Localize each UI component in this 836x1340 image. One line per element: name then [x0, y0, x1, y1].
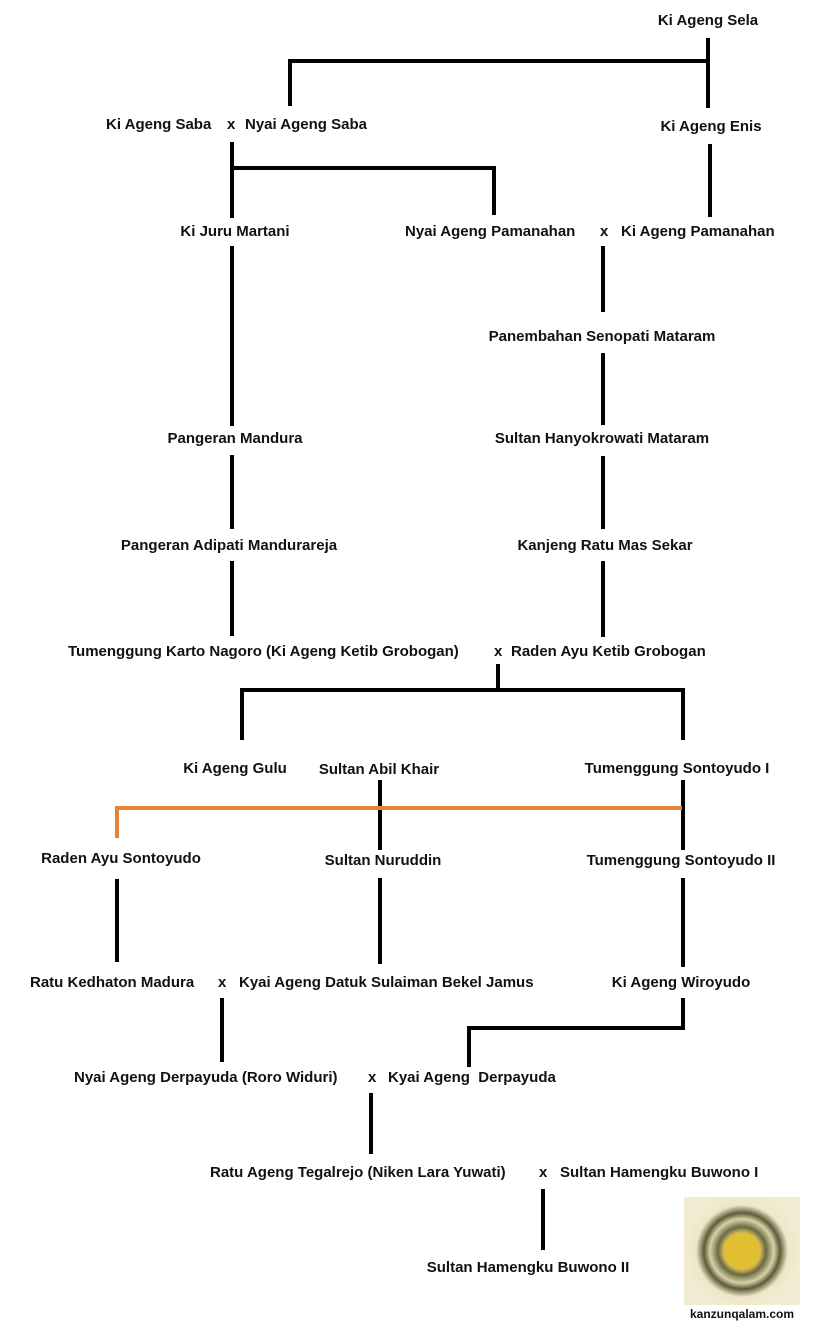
line-karto-children: [240, 664, 685, 740]
person-sultan-hanyokrowati: Sultan Hanyokrowati Mataram: [494, 430, 710, 447]
person-ki-ageng-saba: Ki Ageng Saba: [106, 116, 212, 133]
marriage-symbol: x: [227, 116, 236, 133]
person-ki-ageng-wiroyudo: Ki Ageng Wiroyudo: [611, 974, 751, 991]
watermark-text: kanzunqalam.com: [690, 1307, 795, 1321]
person-panembahan-senopati: Panembahan Senopati Mataram: [488, 328, 716, 345]
person-raden-ayu-ketib-grobogan: Raden Ayu Ketib Grobogan: [511, 643, 706, 660]
person-tumenggung-sontoyudo-2: Tumenggung Sontoyudo II: [586, 852, 776, 869]
person-nyai-ageng-derpayuda: Nyai Ageng Derpayuda (Roro Widuri): [74, 1069, 338, 1086]
person-ratu-kedhaton-madura: Ratu Kedhaton Madura: [30, 974, 195, 991]
highlight-line-sontoyudo: [115, 806, 682, 838]
person-ki-ageng-enis: Ki Ageng Enis: [660, 118, 762, 135]
person-ratu-ageng-tegalrejo: Ratu Ageng Tegalrejo (Niken Lara Yuwati): [210, 1164, 506, 1181]
person-ki-ageng-gulu: Ki Ageng Gulu: [183, 760, 287, 777]
watermark-logo: [684, 1197, 800, 1305]
person-ki-juru-martani: Ki Juru Martani: [180, 223, 290, 240]
person-kyai-ageng-derpayuda: Kyai Ageng Derpayuda: [388, 1069, 556, 1086]
person-tumenggung-karto-nagoro: Tumenggung Karto Nagoro (Ki Ageng Ketib …: [68, 643, 459, 660]
person-raden-ayu-sontoyudo: Raden Ayu Sontoyudo: [41, 850, 201, 867]
line-wiroyudo-derpayuda: [467, 998, 685, 1067]
person-ki-ageng-pamanahan: Ki Ageng Pamanahan: [621, 223, 775, 240]
person-sultan-hamengku-buwono-1: Sultan Hamengku Buwono I: [560, 1164, 759, 1181]
person-sultan-abil-khair: Sultan Abil Khair: [318, 761, 440, 778]
marriage-symbol: x: [600, 223, 609, 240]
person-kanjeng-ratu-mas-sekar: Kanjeng Ratu Mas Sekar: [517, 537, 693, 554]
marriage-symbol: x: [218, 974, 227, 991]
marriage-symbol: x: [539, 1164, 548, 1181]
person-kyai-ageng-datuk-sulaiman: Kyai Ageng Datuk Sulaiman Bekel Jamus: [239, 974, 534, 991]
person-pangeran-mandura: Pangeran Mandura: [167, 430, 303, 447]
marriage-symbol: x: [368, 1069, 377, 1086]
person-sultan-nuruddin: Sultan Nuruddin: [324, 852, 442, 869]
line-sela-children: [288, 38, 710, 108]
person-ki-ageng-sela: Ki Ageng Sela: [657, 12, 759, 29]
person-tumenggung-sontoyudo-1: Tumenggung Sontoyudo I: [584, 760, 770, 777]
person-nyai-ageng-pamanahan: Nyai Ageng Pamanahan: [405, 223, 576, 240]
person-sultan-hamengku-buwono-2: Sultan Hamengku Buwono II: [426, 1259, 630, 1276]
marriage-symbol: x: [494, 643, 503, 660]
person-nyai-ageng-saba: Nyai Ageng Saba: [245, 116, 367, 133]
person-pangeran-adipati-mandurareja: Pangeran Adipati Mandurareja: [120, 537, 338, 554]
line-saba-children: [230, 142, 496, 218]
